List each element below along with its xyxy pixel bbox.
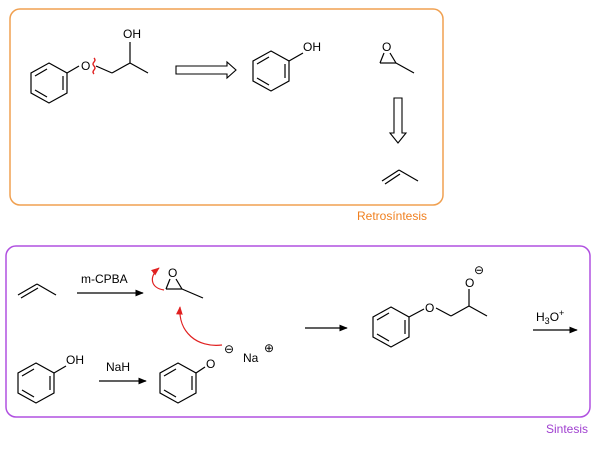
target-ether-oxygen: O xyxy=(81,59,90,73)
retro-epoxide-oxygen: O xyxy=(382,40,391,54)
retro-epoxide xyxy=(379,52,415,74)
retro-arrow-down xyxy=(388,97,408,144)
synthesis-phenol-oh: OH xyxy=(66,353,84,367)
disconnection-mark xyxy=(92,57,96,75)
alkoxide-negative-charge: ⊖ xyxy=(474,263,484,277)
nucleophilic-attack-arrow xyxy=(176,306,223,346)
synthesis-epoxide-oxygen: O xyxy=(168,266,177,280)
retro-phenol-ring xyxy=(252,50,290,92)
sodium-positive-charge: ⊕ xyxy=(264,341,274,355)
nah-reagent: NaH xyxy=(106,360,130,374)
target-hydroxyl: OH xyxy=(123,27,141,41)
product-alkoxide-oxygen: O xyxy=(465,276,474,290)
retro-phenol-oh: OH xyxy=(303,40,321,54)
retrosynthesis-box xyxy=(9,8,444,206)
retro-arrow-right xyxy=(175,60,237,80)
sodium-counterion: Na xyxy=(243,351,259,365)
synthesis-phenol xyxy=(17,362,67,404)
epoxide-opening-arrow xyxy=(150,267,165,291)
synthesis-phenol-ring xyxy=(17,362,55,404)
phenoxide-ring xyxy=(159,362,197,404)
product-ether-oxygen: O xyxy=(425,301,434,315)
synthesis-box xyxy=(5,245,591,418)
synthesis-propene xyxy=(17,283,57,299)
final-reagent: H3O+ xyxy=(536,308,564,326)
synthesis-label: Sintesis xyxy=(546,422,588,436)
synthesis-epoxide xyxy=(165,278,204,299)
target-benzene-ring xyxy=(30,62,68,104)
retro-phenol xyxy=(252,50,304,92)
phenoxide-negative-charge: ⊖ xyxy=(224,342,234,356)
mcpba-reagent: m-CPBA xyxy=(81,272,128,286)
product-alkoxide xyxy=(372,289,488,348)
retro-propene xyxy=(381,169,419,185)
retrosynthesis-label: Retrosíntesis xyxy=(357,209,427,223)
phenoxide xyxy=(159,362,206,404)
target-molecule xyxy=(30,42,149,104)
phenoxide-oxygen: O xyxy=(206,357,215,371)
product-benzene-ring xyxy=(372,306,410,348)
